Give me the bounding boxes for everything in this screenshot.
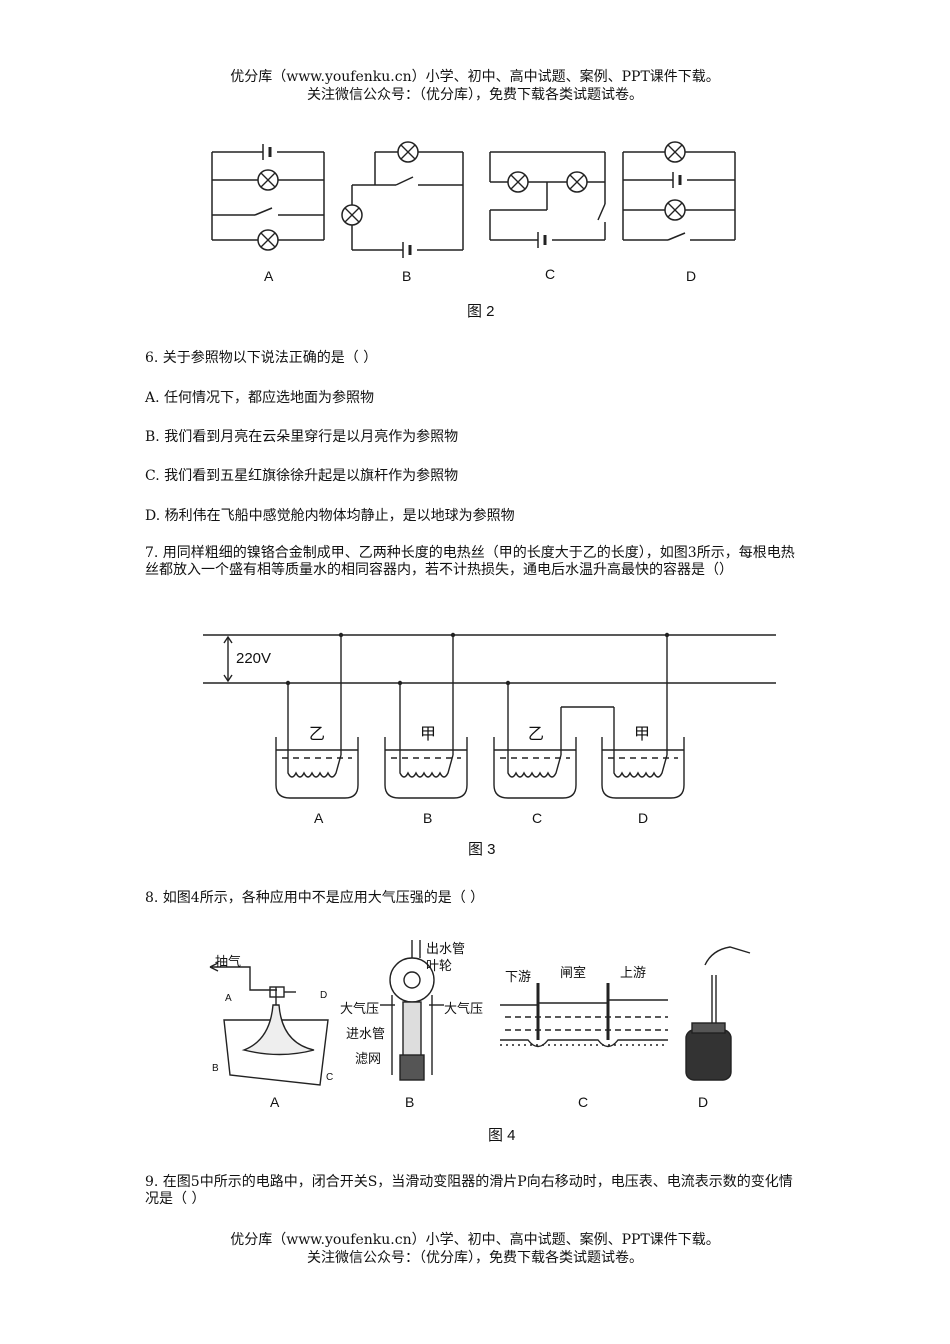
figure-3-heaters [203,632,776,799]
q6-option-b: B. 我们看到月亮在云朵里穿行是以月亮作为参照物 [145,429,459,445]
fig4-d-jar [685,946,751,1081]
q6-stem: 6. 关于参照物以下说法正确的是（ ） [145,350,378,366]
fig4-label-a: A [270,1094,280,1110]
circuit-b [351,151,464,258]
fig4-b-inlet: 进水管 [346,1026,386,1041]
fig4-c-upstream: 上游 [620,965,647,980]
fig3-wire-d: 甲 [634,726,651,743]
footer-line-1: 优分库（www.youfenku.cn）小学、初中、高中试题、案例、PPT课件下… [230,1232,720,1248]
circuit-a [211,144,325,241]
fig4-b-filter: 滤网 [355,1051,382,1066]
fig4-a-corner-d: D [320,990,328,1001]
fig3-voltage: 220V [236,650,272,667]
fig3-wire-a: 乙 [309,726,326,743]
fig4-c-downstream: 下游 [505,969,532,984]
figure-4-applications [209,940,751,1086]
fig2-label-b: B [402,268,412,284]
fig4-label-d: D [698,1094,709,1110]
header-line-1: 优分库（www.youfenku.cn）小学、初中、高中试题、案例、PPT课件下… [230,69,720,85]
circuit-c [489,151,606,248]
fig4-b-pump [380,940,444,1081]
fig3-label-d: D [638,810,649,826]
fig2-label-c: C [545,266,556,282]
q6-option-a: A. 任何情况下，都应选地面为参照物 [145,390,375,406]
fig4-a-pump-label: 抽气 [215,954,242,969]
fig3-wire-b: 甲 [420,726,437,743]
fig2-caption: 图 2 [467,303,495,320]
fig3-label-a: A [314,810,324,826]
fig3-wire-c: 乙 [528,726,545,743]
fig4-b-outlet: 出水管 [426,941,466,956]
fig2-label-d: D [686,268,697,284]
fig2-label-a: A [264,268,274,284]
fig4-a-suction-cup [209,962,329,1086]
q6-option-d: D. 杨利伟在飞船中感觉舱内物体均静止，是以地球为参照物 [145,508,515,524]
fig4-b-impeller: 叶轮 [426,958,453,973]
fig4-a-corner-c: C [326,1072,334,1083]
header-line-2: 关注微信公众号：（优分库），免费下载各类试题试卷。 [307,87,643,103]
q9-stem: 9. 在图5中所示的电路中，闭合开关S，当滑动变阻器的滑片P向右移动时，电压表、… [145,1174,793,1207]
fig4-label-b: B [405,1094,415,1110]
fig4-b-atm-right: 大气压 [444,1001,484,1016]
footer-line-2: 关注微信公众号：（优分库），免费下载各类试题试卷。 [307,1250,643,1266]
figure-2-circuits [211,141,736,258]
fig4-c-lock [500,983,668,1048]
fig4-c-lock-label: 闸室 [560,965,587,980]
fig4-a-corner-a: A [225,993,232,1004]
fig4-b-atm-left: 大气压 [340,1001,380,1016]
q7-stem: 7. 用同样粗细的镍铬合金制成甲、乙两种长度的电热丝（甲的长度大于乙的长度），如… [145,545,795,578]
fig3-label-b: B [423,810,433,826]
fig3-label-c: C [532,810,543,826]
fig4-caption: 图 4 [488,1127,516,1144]
circuit-d [622,151,736,241]
fig4-a-corner-b: B [212,1063,219,1074]
fig3-caption: 图 3 [468,841,496,858]
q6-option-c: C. 我们看到五星红旗徐徐升起是以旗杆作为参照物 [145,468,459,484]
fig4-label-c: C [578,1094,589,1110]
q8-stem: 8. 如图4所示，各种应用中不是应用大气压强的是（ ） [145,890,485,906]
